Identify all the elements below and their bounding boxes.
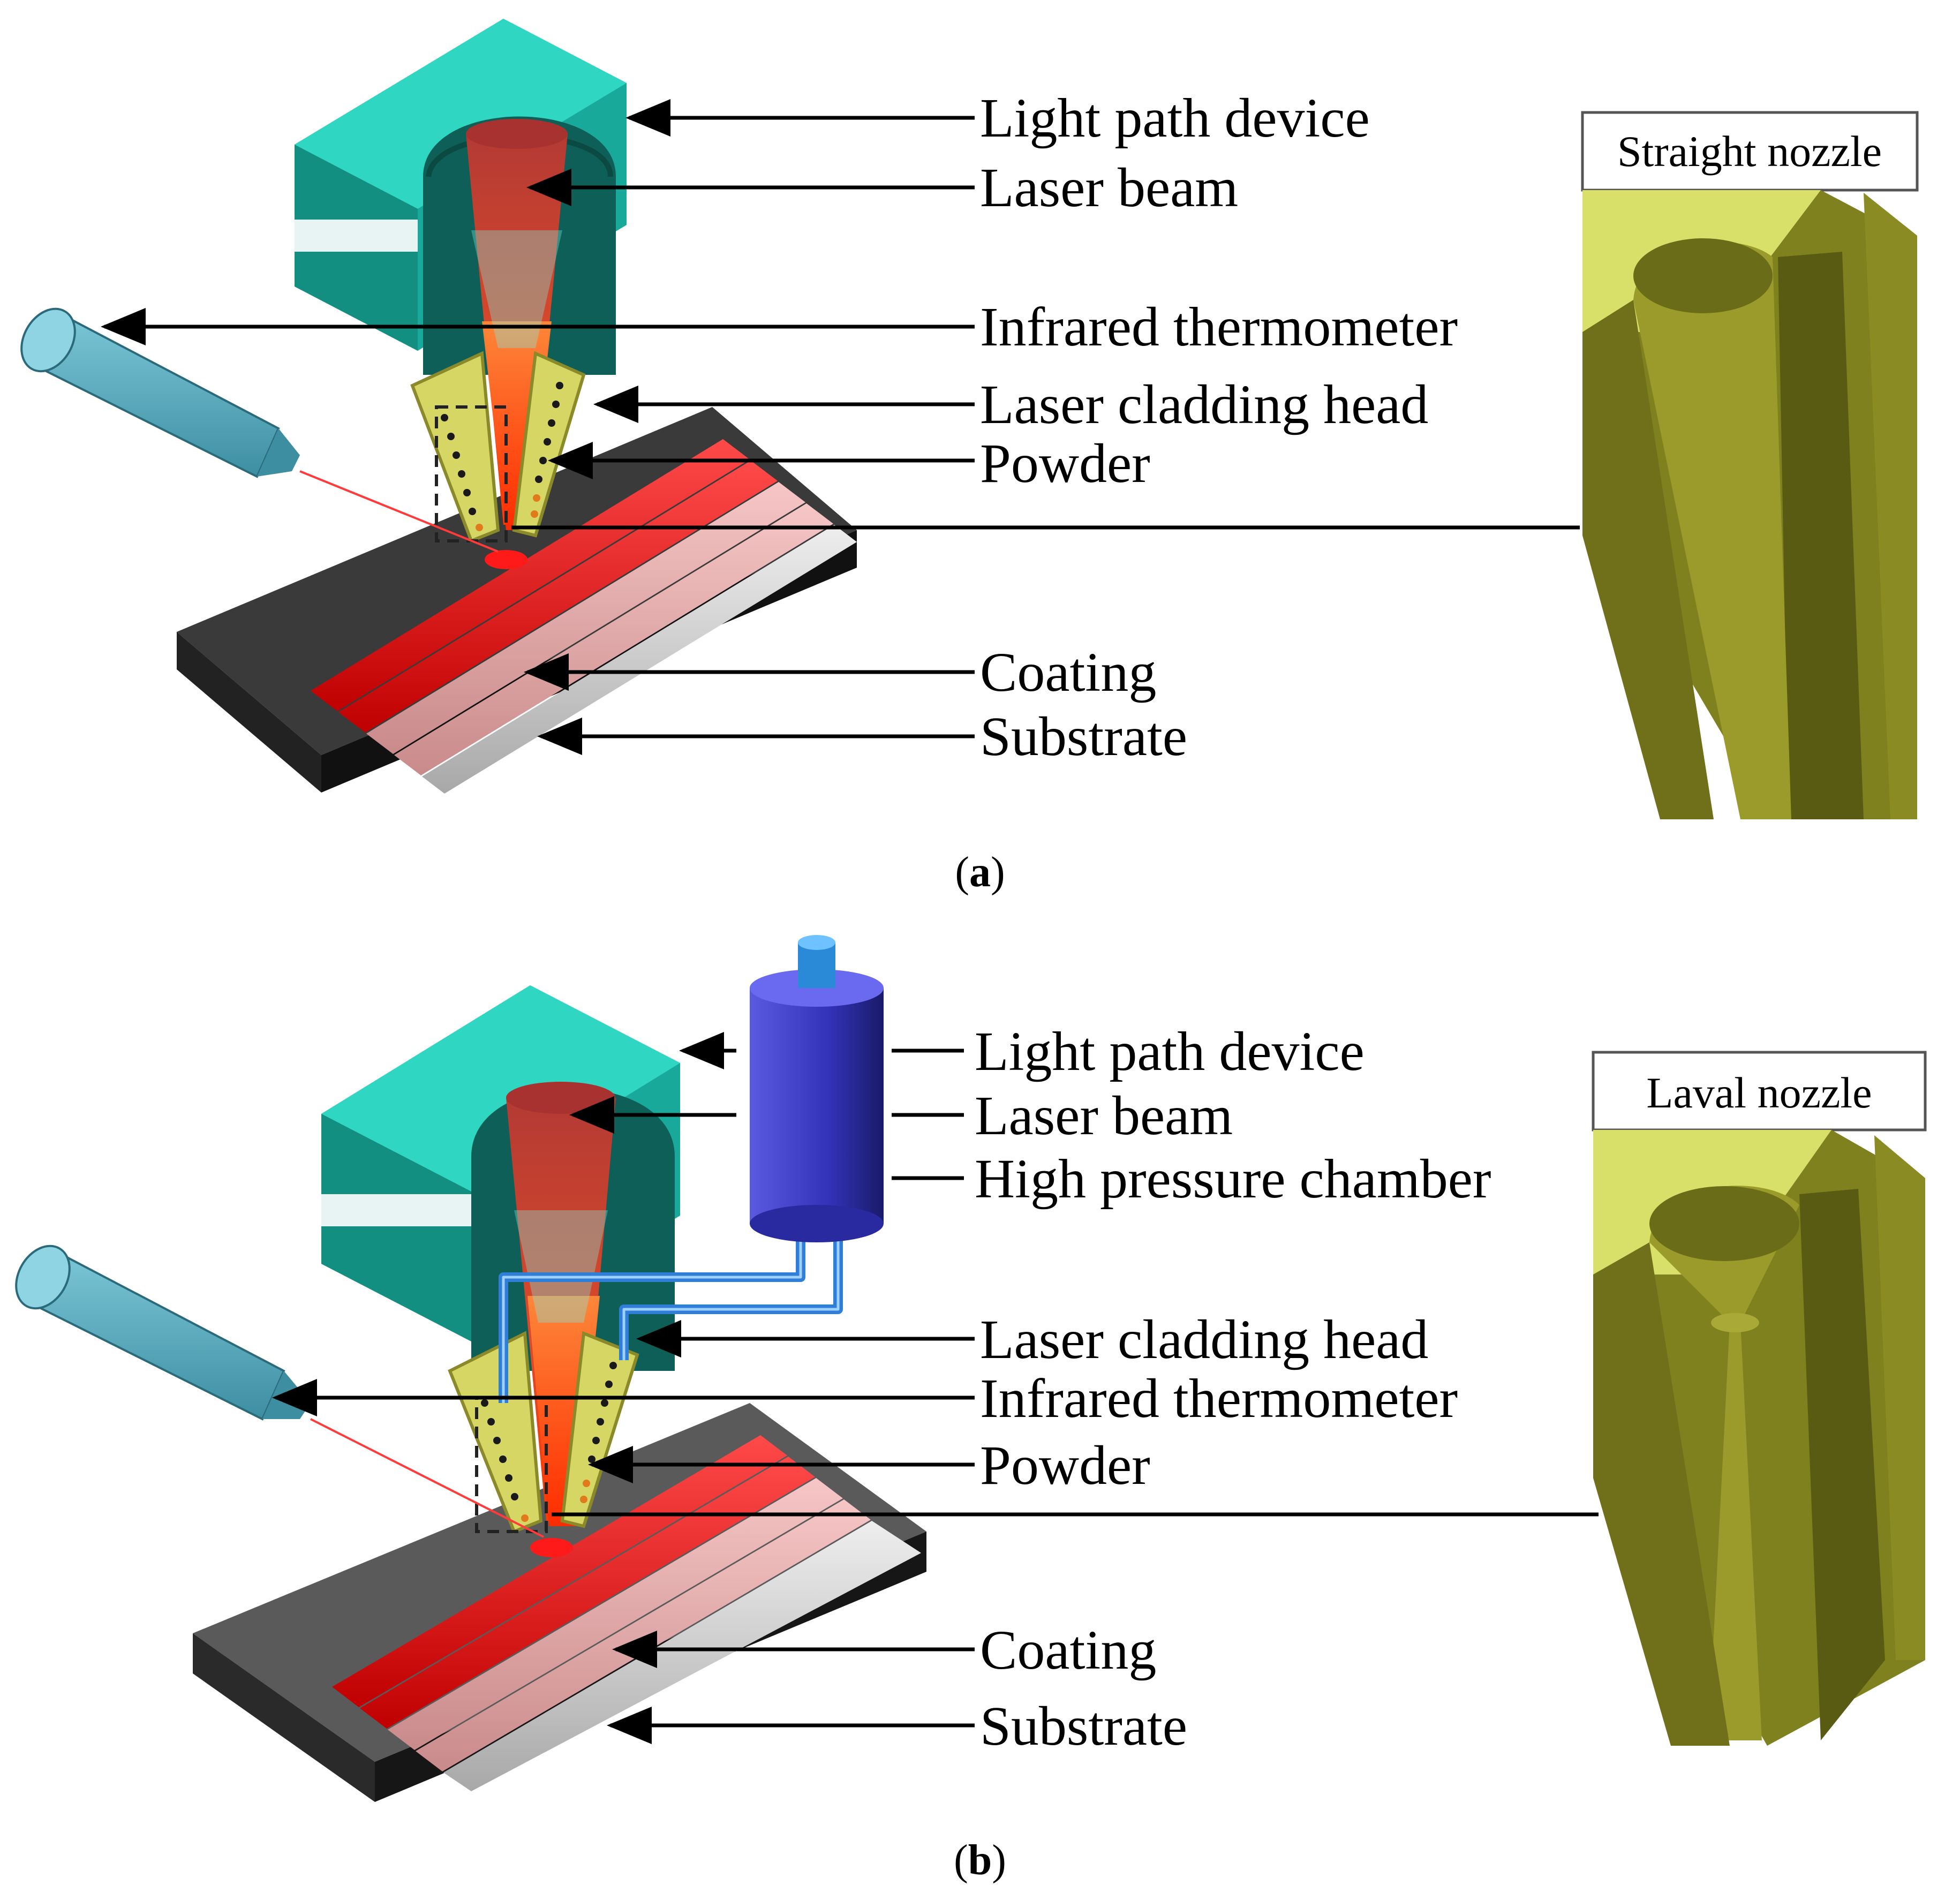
label-b-high-pressure-chamber: High pressure chamber	[975, 1148, 1491, 1210]
laval-nozzle-title: Laval nozzle	[1646, 1068, 1872, 1117]
infrared-thermometer	[20, 307, 499, 553]
laval-nozzle-detail: Laval nozzle	[1592, 1051, 1927, 1746]
light-path-device	[295, 19, 627, 375]
laser-cladding-head-b	[448, 1331, 639, 1534]
label-laser-beam: Laser beam	[980, 157, 1238, 218]
high-pressure-chamber	[750, 935, 884, 1242]
panel-b: Light path device Laser beam High pressu…	[15, 935, 1927, 1884]
label-substrate: Substrate	[980, 706, 1187, 767]
melt-pool	[485, 550, 527, 569]
melt-pool-b	[530, 1538, 573, 1557]
label-b-coating: Coating	[980, 1619, 1156, 1681]
label-b-laser-cladding-head: Laser cladding head	[980, 1309, 1428, 1370]
label-powder: Powder	[980, 433, 1150, 494]
panel-a: Light path device Laser beam Infrared th…	[20, 19, 1919, 896]
label-b-infrared-thermometer: Infrared thermometer	[980, 1368, 1458, 1429]
label-b-substrate: Substrate	[980, 1695, 1187, 1757]
label-b-powder: Powder	[980, 1435, 1150, 1496]
label-infrared-thermometer: Infrared thermometer	[980, 296, 1458, 358]
label-coating: Coating	[980, 642, 1156, 703]
straight-nozzle-detail: Straight nozzle	[1581, 111, 1919, 820]
caption-a: (a)	[955, 849, 1005, 896]
label-laser-cladding-head: Laser cladding head	[980, 374, 1428, 435]
coating-tracks-b	[332, 1435, 921, 1791]
caption-b: (b)	[954, 1837, 1006, 1884]
laser-beam	[466, 119, 568, 530]
label-b-laser-beam: Laser beam	[975, 1085, 1233, 1147]
label-light-path-device: Light path device	[980, 87, 1370, 149]
label-b-light-path-device: Light path device	[975, 1021, 1365, 1082]
straight-nozzle-title: Straight nozzle	[1617, 127, 1882, 176]
